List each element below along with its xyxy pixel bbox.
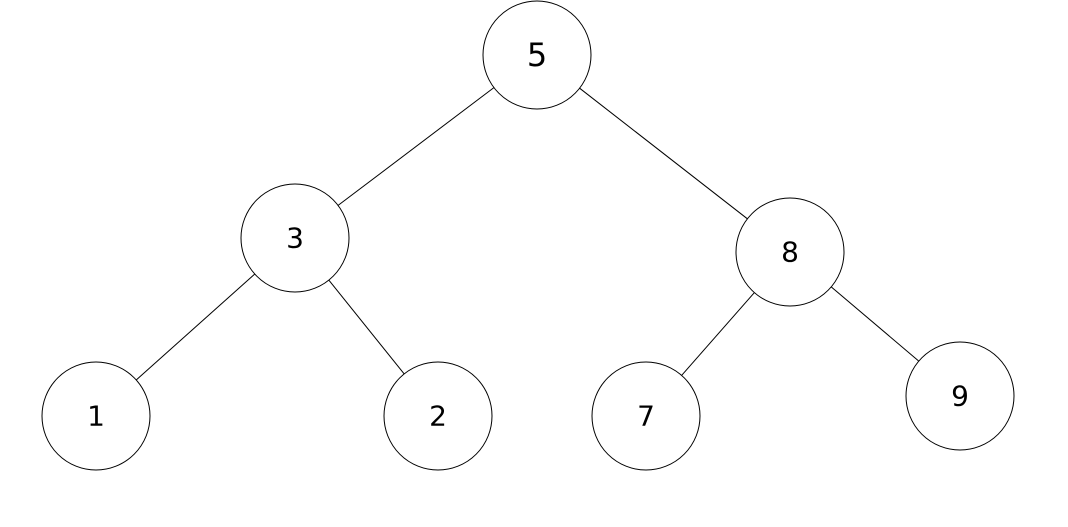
- node-label: 7: [637, 400, 655, 433]
- tree-node-1: 1: [41, 361, 151, 471]
- edge-n3-n2: [328, 279, 405, 375]
- tree-node-8: 8: [735, 197, 845, 307]
- tree-node-3: 3: [240, 183, 350, 293]
- node-circle: [482, 0, 592, 110]
- node-circle: [383, 361, 493, 471]
- tree-node-7: 7: [591, 361, 701, 471]
- tree-node-2: 2: [383, 361, 493, 471]
- edge-n3-n1: [135, 273, 256, 381]
- node-circle: [591, 361, 701, 471]
- edge-n8-n7: [681, 292, 755, 376]
- node-label: 9: [951, 380, 969, 413]
- node-circle: [735, 197, 845, 307]
- node-label: 8: [781, 236, 799, 269]
- node-label: 1: [87, 400, 105, 433]
- node-circle: [240, 183, 350, 293]
- node-label: 3: [286, 222, 304, 255]
- node-circle: [41, 361, 151, 471]
- edge-n5-n8: [579, 87, 748, 220]
- node-label: 2: [429, 400, 447, 433]
- tree-node-5: 5: [482, 0, 592, 110]
- nodes-layer: 5 3 8 1 2 7 9: [41, 0, 1015, 471]
- node-circle: [905, 341, 1015, 451]
- tree-node-9: 9: [905, 341, 1015, 451]
- edges-layer: [135, 87, 920, 381]
- node-label: 5: [527, 36, 547, 74]
- edge-n5-n3: [337, 87, 495, 206]
- edge-n8-n9: [830, 286, 920, 362]
